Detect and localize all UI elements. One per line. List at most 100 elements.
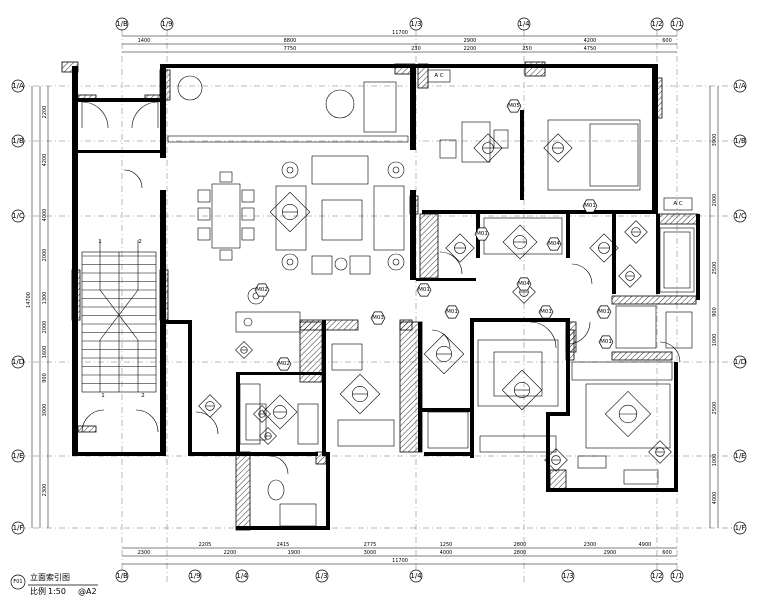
axis-bubbles-right: 1/A 1/B 1/C 1/D 1/E 1/F [733, 79, 747, 535]
dimension-top [122, 35, 677, 53]
walls [61, 61, 700, 531]
dim-right-0: 3900 [712, 134, 718, 147]
axis-top-2: 1/3 [410, 20, 421, 28]
dim-bot-r1-8: 4900 [639, 542, 652, 548]
elevation-symbol [624, 220, 648, 244]
dim-left-7: 900 [42, 373, 48, 383]
axis-left-3: 1/D [12, 358, 24, 366]
axis-left-1: 1/B [12, 137, 24, 145]
dim-right-1: 2000 [712, 194, 718, 207]
index-marker: M02 [276, 357, 292, 371]
dim-bot-r1-4: 2775 [364, 542, 377, 548]
index-marker: M05 [506, 99, 522, 113]
elevation-symbol [473, 133, 503, 163]
dim-right-5: 2500 [712, 402, 718, 415]
dim-top-r1-4: 600 [662, 38, 672, 44]
dim-bot-r1-3: 2415 [277, 542, 290, 548]
dim-bot-r2-0: 1900 [288, 550, 301, 556]
axis-top-3: 1/4 [518, 20, 530, 28]
elevation-symbol [618, 264, 642, 288]
index-marker-label: M03 [372, 315, 384, 321]
axis-bubbles-bottom: 1/B 1/9 1/4 1/3 1/4 1/3 1/2 1/1 [115, 569, 684, 583]
dim-bot-r1-7: 2300 [584, 542, 597, 548]
dim-left-3: 2000 [42, 249, 48, 262]
dim-bot-r2-2: 4000 [440, 550, 453, 556]
axis-bubbles-left: 1/A 1/B 1/C 1/D 1/E 1/F [11, 79, 25, 535]
stair [81, 240, 157, 393]
axis-left-2: 1/C [12, 212, 24, 220]
dim-top-r2-2: 2200 [464, 46, 477, 52]
dimension-bottom [122, 547, 677, 565]
grid-lines [20, 30, 740, 585]
caption-index: F01 [13, 579, 22, 585]
caption-title: 立面索引图 [30, 572, 70, 582]
index-marker-label: M04 [548, 241, 560, 247]
elevation-symbol [235, 341, 253, 359]
dim-bot-r2-4: 2900 [604, 550, 617, 556]
furniture [167, 75, 695, 527]
index-marker-label: M01 [600, 339, 612, 345]
dim-left-0: 2200 [42, 106, 48, 119]
elevation-symbol [423, 333, 465, 375]
index-marker: M04 [546, 237, 562, 251]
dim-top-r1-1: 8800 [284, 38, 297, 44]
dim-bot-r1-2: 2200 [224, 550, 237, 556]
index-marker: M01 [416, 283, 432, 297]
dim-top-r2-0: 7750 [284, 46, 297, 52]
dim-bot-r1-1: 2205 [199, 542, 212, 548]
dim-right-4: 1000 [712, 334, 718, 347]
ac-label-top: A C [434, 73, 444, 79]
dim-top-r1-3: 4200 [584, 38, 597, 44]
dim-bot-r1-6: 2800 [514, 542, 527, 548]
axis-right-5: 1/F [735, 524, 746, 532]
index-marker: M01 [474, 227, 490, 241]
index-marker-label: M01 [584, 203, 596, 209]
axis-left-5: 1/F [13, 524, 24, 532]
dimension-left [31, 86, 49, 528]
dim-top-r2-1: 230 [411, 46, 421, 52]
elevation-symbol [544, 448, 568, 472]
dim-bot-r1-0: 2300 [138, 550, 151, 556]
index-marker-label: M04 [518, 281, 530, 287]
axis-bot-6: 1/2 [651, 572, 662, 580]
dim-right-6: 1000 [712, 454, 718, 467]
index-marker-label: M05 [508, 103, 520, 109]
index-marker: M01 [582, 199, 598, 213]
stair-label-dn-2: 2 [141, 393, 145, 399]
axis-bot-5: 1/3 [562, 572, 573, 580]
axis-bot-0: 1/B [116, 572, 128, 580]
target-symbol [387, 161, 405, 179]
target-symbol [387, 253, 405, 271]
dim-top-total: 11700 [392, 30, 408, 36]
axis-right-0: 1/A [734, 82, 746, 90]
axis-bot-7: 1/1 [671, 572, 682, 580]
elevation-symbol [543, 133, 573, 163]
index-marker-label: M01 [540, 309, 552, 315]
axis-left-4: 1/E [12, 452, 23, 460]
axis-right-3: 1/D [734, 358, 746, 366]
axis-bot-2: 1/4 [236, 572, 248, 580]
caption-sheet: @A2 [78, 587, 97, 596]
index-marker-label: M01 [598, 309, 610, 315]
index-marker-label: M02 [256, 287, 268, 293]
elevation-symbol [269, 191, 311, 233]
drawing-caption: F01 立面索引图 比例 1:50 @A2 [10, 572, 98, 596]
axis-top-0: 1/B [116, 20, 128, 28]
index-marker: M02 [254, 283, 270, 297]
dim-left-4: 1300 [42, 292, 48, 305]
index-marker: M01 [596, 305, 612, 319]
elevation-symbols [198, 133, 672, 472]
elevation-symbol [502, 224, 538, 260]
dim-top-r2-4: 4750 [584, 46, 597, 52]
axis-bot-4: 1/4 [410, 572, 422, 580]
dim-left-6: 1600 [42, 346, 48, 359]
ac-label-right: A C [673, 201, 683, 207]
index-marker: M04 [516, 277, 532, 291]
axis-bot-3: 1/3 [316, 572, 327, 580]
index-marker-label: M01 [476, 231, 488, 237]
axis-top-4: 1/2 [651, 20, 662, 28]
dimension-right [709, 86, 719, 528]
dim-top-r1-0: 1400 [138, 38, 151, 44]
